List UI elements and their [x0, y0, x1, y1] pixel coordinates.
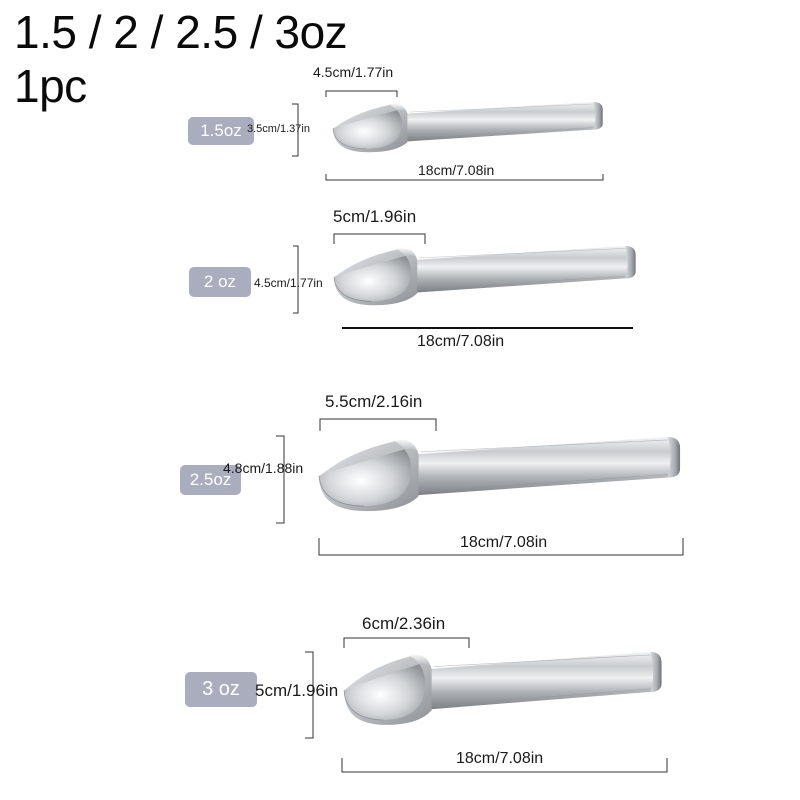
quantity-label: 1pc: [14, 60, 87, 112]
product-title: 1.5 / 2 / 2.5 / 3oz: [14, 6, 348, 58]
bowl-width-label-2: 5cm/1.96in: [333, 207, 417, 226]
scoop-1-dimensions: [292, 90, 604, 181]
bowl-width-label-1: 4.5cm/1.77in: [313, 64, 394, 80]
size-badge-2: 2 oz: [189, 267, 251, 297]
bowl-height-label-1: 3.5cm/1.37in: [247, 123, 310, 135]
length-label-4: 18cm/7.08in: [456, 750, 544, 767]
bowl-width-label-4: 6cm/2.36in: [362, 614, 446, 633]
bowl-height-label-4: 5cm/1.96in: [255, 681, 339, 700]
bowl-height-label-3: 4.8cm/1.88in: [223, 460, 304, 476]
length-label-3: 18cm/7.08in: [460, 534, 548, 551]
bowl-width-label-3: 5.5cm/2.16in: [325, 392, 423, 411]
size-badge-1: 1.5oz: [188, 117, 254, 145]
scoop-4-image: [343, 651, 663, 726]
size-badge-3: 2.5oz: [180, 465, 241, 495]
scoop-2-dimensions: [293, 233, 633, 329]
size-badge-4: 3 oz: [185, 672, 257, 707]
scoop-3-dimensions: [276, 418, 684, 556]
scoop-4-dimensions: [305, 637, 668, 773]
bowl-height-label-2: 4.5cm/1.77in: [254, 276, 323, 290]
length-label-2: 18cm/7.08in: [417, 333, 505, 350]
scoop-3-image: [318, 436, 681, 512]
scoop-1-image: [332, 101, 604, 153]
scoop-2-image: [333, 245, 637, 306]
length-label-1: 18cm/7.08in: [418, 162, 495, 178]
